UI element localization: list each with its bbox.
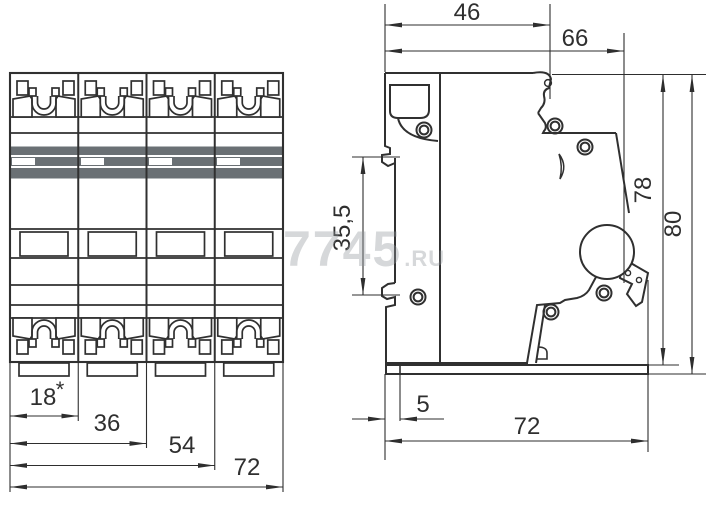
screw-hole-face-2-inner [579, 141, 591, 153]
dim-label-35-5: 35,5 [329, 205, 356, 252]
dimension-labels: 46 66 78 80 35,5 5 72 18 * 36 54 72 [30, 0, 687, 481]
face-shelf [537, 112, 616, 134]
screw-hole-face-1 [546, 117, 564, 135]
dim-label-66: 66 [562, 25, 589, 52]
screw-hole-back-lower [409, 288, 427, 306]
screw-hole-bottom-2 [542, 303, 560, 321]
screw-hole-bottom-1 [595, 284, 613, 302]
terminal-curve [397, 117, 439, 142]
back-edge-upper-hook [381, 73, 396, 168]
front-view [8, 71, 285, 376]
rail-clip-ear [537, 346, 548, 360]
lever-hole-2 [635, 276, 643, 284]
face-crescent-mark [558, 153, 565, 180]
screw-hole-face-2 [576, 138, 594, 156]
screw-hole-back-lower-inner [412, 291, 424, 303]
module-separators [77, 73, 216, 362]
top-latch [532, 71, 553, 114]
din-rail-plate [385, 364, 649, 375]
screw-hole-top-left [415, 121, 433, 139]
back-edge-lower-hook [381, 282, 396, 363]
dim-label-18-star: * [56, 377, 65, 402]
dim-label-80: 80 [660, 211, 687, 238]
side-view [381, 71, 650, 375]
screw-hole-face-1-inner [549, 120, 561, 132]
dim-label-36: 36 [94, 410, 121, 437]
dimension-annotations: 46 66 78 80 35,5 5 72 18 * 36 54 72 [9, 0, 706, 492]
label-band-windows [12, 158, 240, 165]
screw-hole-bottom-1-inner [598, 287, 610, 299]
toggle-handle-knob [579, 224, 635, 280]
latch-notch [543, 78, 553, 88]
screw-hole-bottom-2-inner [545, 306, 557, 318]
screw-hole-top-left-inner [418, 124, 430, 136]
dim-label-54: 54 [169, 432, 196, 459]
face-slant [615, 132, 630, 214]
dim-label-5: 5 [416, 391, 429, 418]
face-lower-edge [526, 276, 597, 364]
dim-label-46: 46 [454, 0, 481, 26]
dim-label-72-front: 72 [234, 454, 261, 481]
terminal-opening [389, 84, 430, 119]
dim-label-18: 18 [30, 384, 57, 411]
dim-label-78: 78 [630, 177, 657, 204]
dim-label-72-side: 72 [514, 413, 541, 440]
